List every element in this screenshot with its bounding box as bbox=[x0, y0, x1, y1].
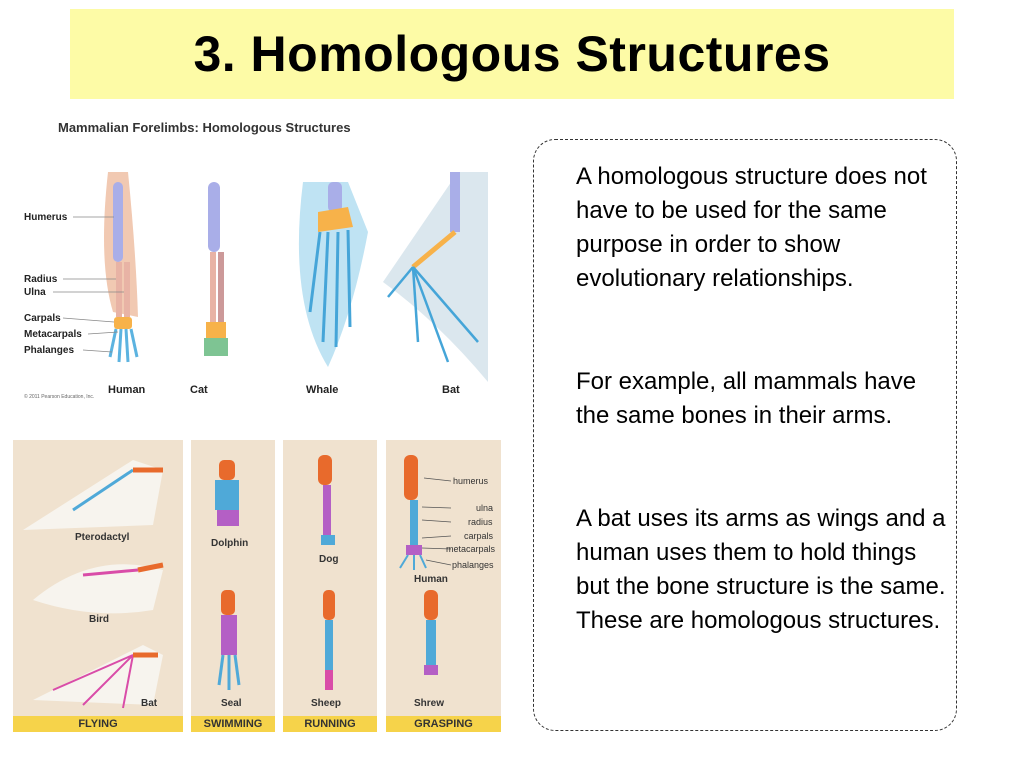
caption-human-bottom: Human bbox=[414, 574, 448, 585]
label-carpals: Carpals bbox=[24, 313, 61, 324]
paragraph-bat-human: A bat uses its arms as wings and a human… bbox=[576, 505, 946, 634]
label-ulna-small: ulna bbox=[476, 503, 494, 513]
caption-dolphin: Dolphin bbox=[211, 538, 249, 549]
caption-dog: Dog bbox=[319, 554, 339, 565]
label-radius: Radius bbox=[24, 274, 58, 285]
footer-flying: FLYING bbox=[13, 716, 183, 732]
forelimbs-figure: Mammalian Forelimbs: Homologous Structur… bbox=[18, 112, 508, 412]
caption-human: Human bbox=[108, 384, 146, 396]
paragraph-example: For example, all mammals have the same b… bbox=[576, 368, 917, 429]
forelimbs-illustration bbox=[53, 172, 488, 382]
footer-running: RUNNING bbox=[283, 716, 377, 732]
label-ulna: Ulna bbox=[24, 287, 46, 298]
caption-bat: Bat bbox=[442, 384, 460, 396]
label-phalanges-small: phalanges bbox=[452, 560, 494, 570]
caption-pterodactyl: Pterodactyl bbox=[75, 532, 130, 543]
footer-swimming: SWIMMING bbox=[191, 716, 275, 732]
caption-sheep: Sheep bbox=[311, 698, 342, 709]
label-phalanges: Phalanges bbox=[24, 345, 75, 356]
caption-cat: Cat bbox=[190, 384, 208, 396]
panel-flying: Pterodactyl Bird Bat FLYING bbox=[13, 440, 183, 732]
panel-swimming: Dolphin Seal SWIMMING bbox=[191, 440, 275, 732]
title-bar: 3. Homologous Structures bbox=[70, 9, 954, 99]
caption-bird: Bird bbox=[89, 614, 109, 625]
explanation-box: A homologous structure does not have to … bbox=[533, 139, 957, 731]
limb-function-figure: Pterodactyl Bird Bat FLYING Dolphin Seal… bbox=[13, 440, 501, 732]
figure-title: Mammalian Forelimbs: Homologous Structur… bbox=[58, 120, 351, 135]
caption-shrew: Shrew bbox=[414, 698, 445, 709]
footer-grasping: GRASPING bbox=[386, 716, 501, 732]
caption-seal: Seal bbox=[221, 698, 242, 709]
caption-whale: Whale bbox=[306, 384, 339, 396]
caption-bat-bottom: Bat bbox=[141, 698, 158, 709]
panel-running: Dog Sheep RUNNING bbox=[283, 440, 377, 732]
label-radius-small: radius bbox=[468, 517, 493, 527]
label-humerus: Humerus bbox=[24, 212, 68, 223]
label-humerus-small: humerus bbox=[453, 476, 489, 486]
paragraph-definition: A homologous structure does not have to … bbox=[576, 163, 927, 292]
panel-grasping: humerus ulna radius carpals metacarpals … bbox=[386, 440, 501, 732]
slide-title: 3. Homologous Structures bbox=[193, 26, 831, 82]
credit: © 2011 Pearson Education, Inc. bbox=[24, 394, 95, 400]
label-carpals-small: carpals bbox=[464, 531, 494, 541]
label-metacarpals: Metacarpals bbox=[24, 329, 82, 340]
label-metacarpals-small: metacarpals bbox=[446, 544, 496, 554]
